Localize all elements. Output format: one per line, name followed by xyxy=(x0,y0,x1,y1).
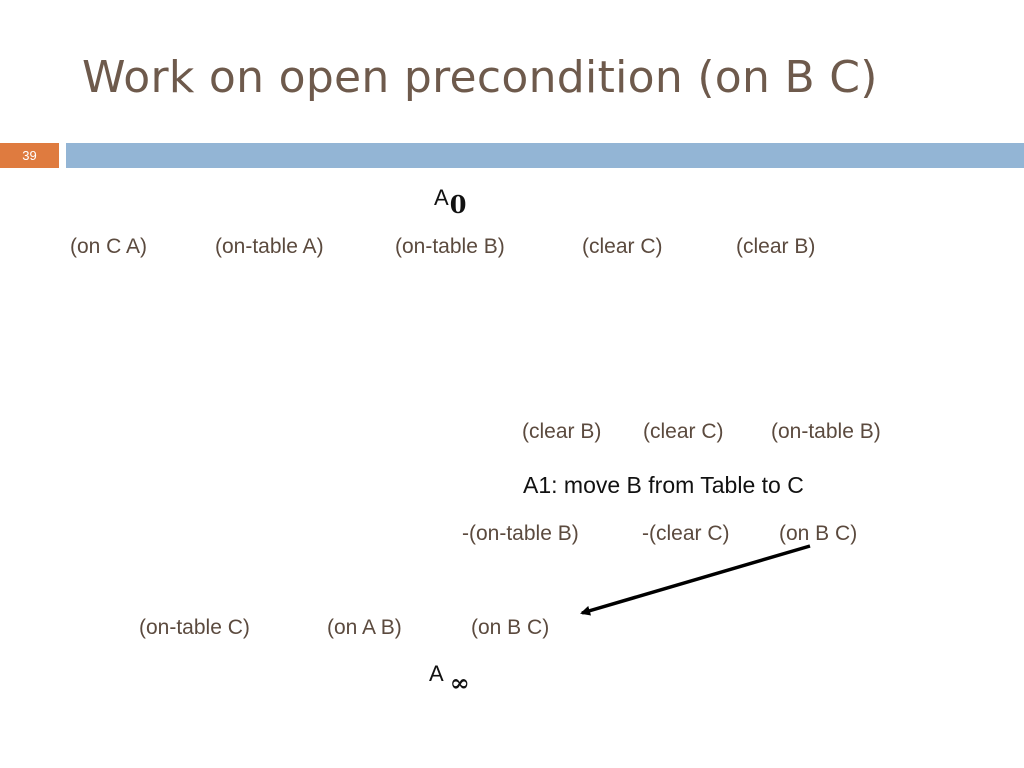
start-step-letter: A xyxy=(434,185,449,210)
start-effect: (on-table B) xyxy=(395,235,505,258)
start-step-subscript: 0 xyxy=(449,190,467,219)
goal-step-subscript: ∞ xyxy=(449,668,470,697)
a1-effect: -(clear C) xyxy=(642,522,730,545)
causal-link-line xyxy=(580,544,811,616)
a1-precondition: (clear B) xyxy=(522,420,602,443)
start-step-label: A0 xyxy=(434,182,466,219)
slide-title: Work on open precondition (on B C) xyxy=(82,52,878,103)
a1-precondition: (clear C) xyxy=(643,420,724,443)
a1-effect: -(on-table B) xyxy=(462,522,579,545)
goal-step-letter: A xyxy=(429,661,444,686)
start-effect: (clear B) xyxy=(736,235,816,258)
page-number-badge: 39 xyxy=(0,143,59,168)
a1-action-label: A1: move B from Table to C xyxy=(523,472,804,498)
a1-effect: (on B C) xyxy=(779,522,858,545)
title-divider-bar xyxy=(66,143,1024,168)
start-effect: (clear C) xyxy=(582,235,663,258)
start-effect: (on-table A) xyxy=(215,235,324,258)
a1-precondition: (on-table B) xyxy=(771,420,881,443)
goal-step-label: A∞ xyxy=(429,658,470,697)
goal-precondition: (on B C) xyxy=(471,616,550,639)
goal-precondition: (on A B) xyxy=(327,616,402,639)
goal-precondition: (on-table C) xyxy=(139,616,250,639)
start-effect: (on C A) xyxy=(70,235,148,258)
